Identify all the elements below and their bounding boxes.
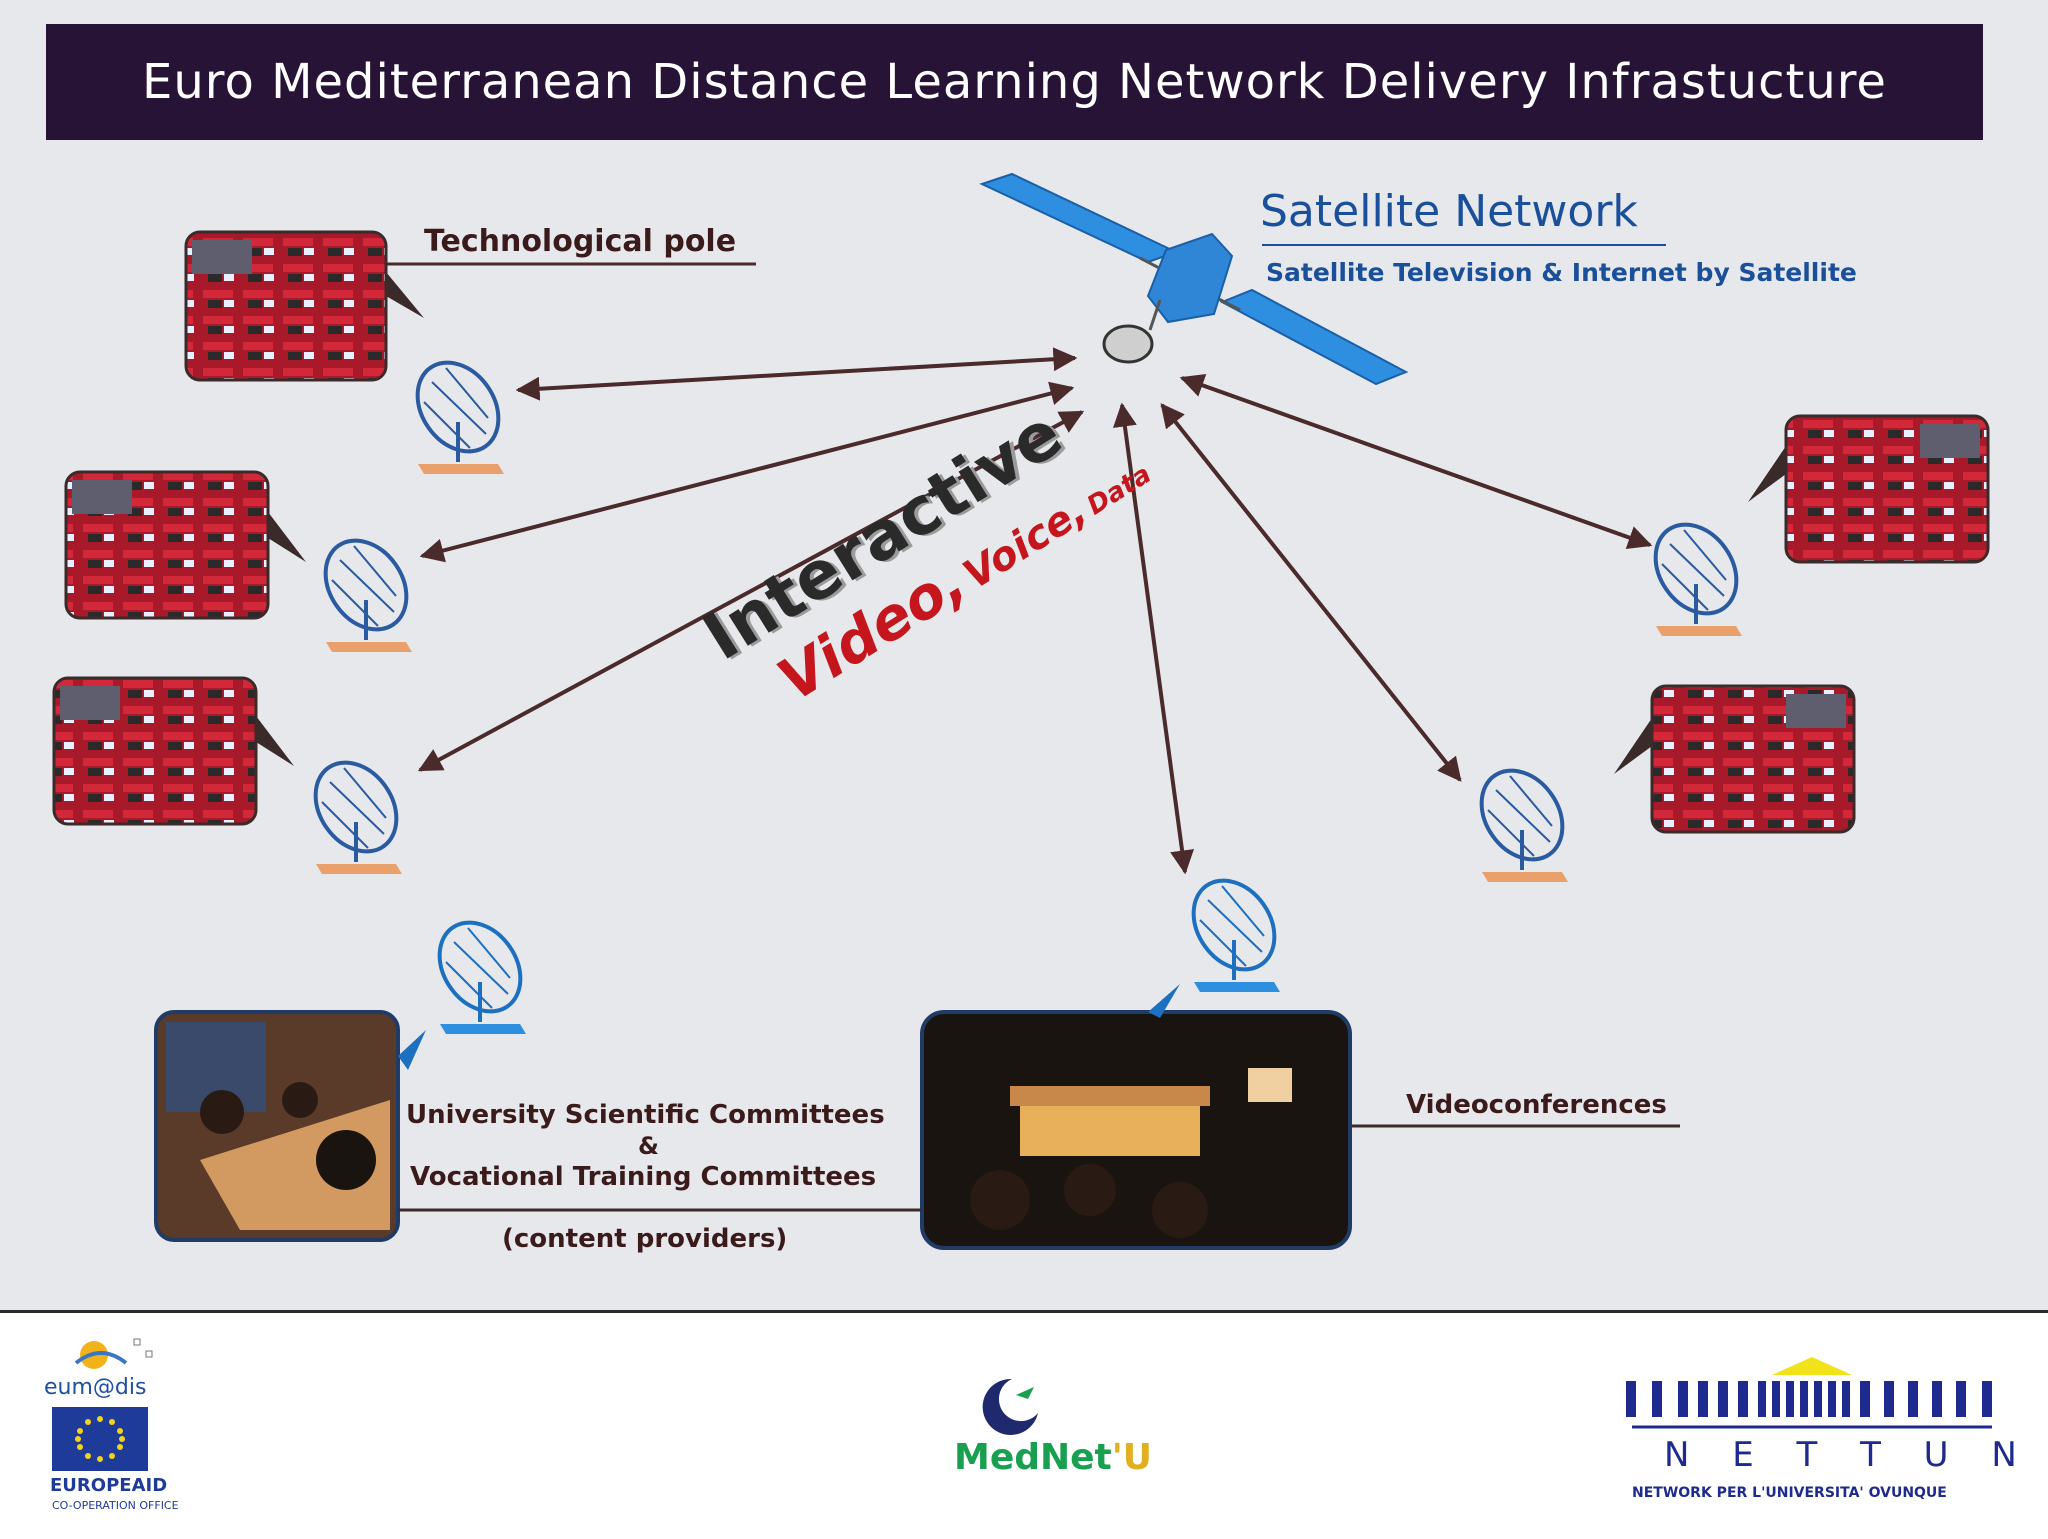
satellite-network-title: Satellite Network	[1260, 186, 1638, 237]
europeaid-text: EUROPEAID	[50, 1475, 168, 1496]
committees-label-line2: Vocational Training Committees	[410, 1162, 877, 1192]
nettuno-tagline: NETWORK PER L'UNIVERSITA' OVUNQUE	[1632, 1485, 1947, 1501]
classroom-photo-1	[184, 230, 424, 382]
dish-icon-1	[415, 360, 504, 474]
arrow-3	[417, 410, 1085, 772]
dish-icon-4	[1653, 522, 1742, 636]
mednet-u-text: 'U	[1111, 1437, 1153, 1478]
cooperation-office-text: CO-OPERATION OFFICE	[52, 1499, 179, 1512]
title-bar: Euro Mediterranean Distance Learning Net…	[46, 24, 1983, 140]
network-diagram	[52, 172, 1990, 1250]
technological-pole-label: Technological pole	[424, 224, 737, 259]
arrow-4	[1112, 402, 1195, 875]
classroom-photo-4	[1748, 414, 1990, 564]
dish-icon-7	[437, 920, 526, 1034]
classroom-photo-3	[52, 676, 294, 826]
arrows	[417, 347, 1653, 875]
nettuno-text: N E T T U N O	[1664, 1435, 2048, 1475]
content-providers-label: (content providers)	[502, 1224, 788, 1254]
page-title: Euro Mediterranean Distance Learning Net…	[142, 54, 1887, 110]
eu-flag-icon	[52, 1407, 148, 1471]
mednet-wordmark: MedNet'U	[954, 1437, 1152, 1478]
videoconferences-label: Videoconferences	[1406, 1090, 1667, 1120]
committees-label-line1: University Scientific Committees	[406, 1100, 885, 1130]
dish-icon-3	[313, 760, 402, 874]
eumedis-text: eum@dis	[44, 1375, 147, 1400]
footer: eum@dis EUROPEAID CO-OPERATION OFFICE Me…	[0, 1310, 2048, 1539]
dish-icon-5	[1479, 768, 1568, 882]
committee-photo	[154, 1010, 426, 1242]
dish-icon-2	[323, 538, 412, 652]
mednet-text: MedNet	[954, 1437, 1112, 1478]
arrow-1	[515, 347, 1078, 401]
arrow-6	[1179, 373, 1653, 550]
eumedis-logo	[74, 1338, 153, 1369]
dish-icon-6	[1191, 878, 1280, 992]
nettuno-logo	[1626, 1357, 1992, 1429]
classroom-photo-5	[1614, 684, 1856, 834]
mednet-logo-crescent	[944, 1341, 1042, 1524]
classroom-photo-2	[64, 470, 306, 620]
committees-ampersand: &	[638, 1132, 659, 1160]
videoconference-photo	[920, 984, 1352, 1250]
satellite-network-subtitle: Satellite Television & Internet by Satel…	[1266, 258, 1857, 287]
satellite-icon	[979, 172, 1409, 386]
